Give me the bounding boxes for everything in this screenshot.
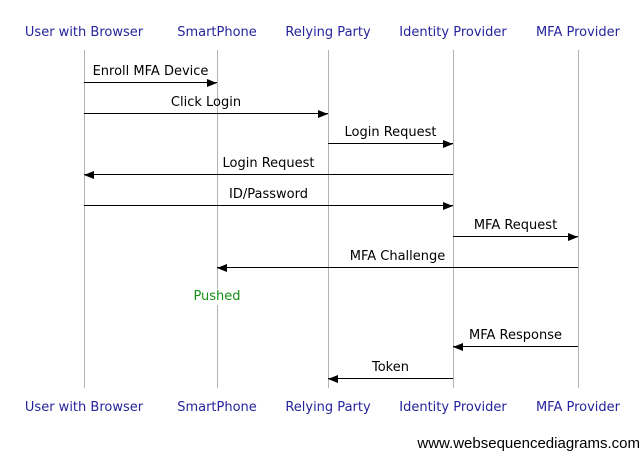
message-label: Enroll MFA Device (92, 64, 209, 79)
actor-label-top: MFA Provider (535, 25, 621, 40)
message-arrowhead-icon (568, 232, 578, 241)
actor-label-top: Identity Provider (399, 25, 507, 40)
message-arrowhead-icon (453, 342, 463, 351)
actor-label-top: SmartPhone (177, 25, 257, 40)
message-arrowhead-icon (207, 78, 217, 87)
message-label: Login Request (222, 156, 315, 171)
note-label: Pushed (190, 289, 244, 305)
actor-label-bottom: User with Browser (24, 400, 144, 415)
message-line (84, 205, 453, 206)
actor-label-bottom: Relying Party (285, 400, 371, 415)
lifeline (328, 50, 329, 388)
message-arrowhead-icon (318, 109, 328, 118)
lifeline (84, 50, 85, 388)
actor-label-bottom: Identity Provider (399, 400, 507, 415)
message-line (84, 174, 453, 175)
message-line (328, 378, 453, 379)
message-arrowhead-icon (443, 139, 453, 148)
lifeline (217, 50, 218, 388)
actor-label-top: User with Browser (24, 25, 144, 40)
message-arrowhead-icon (443, 201, 453, 210)
message-label: Click Login (170, 95, 242, 110)
message-line (328, 143, 453, 144)
message-label: ID/Password (229, 187, 308, 202)
message-label: Login Request (344, 125, 437, 140)
message-line (453, 346, 578, 347)
message-label: MFA Request (473, 218, 558, 233)
actor-label-top: Relying Party (285, 25, 371, 40)
message-arrowhead-icon (328, 374, 338, 383)
message-arrowhead-icon (217, 263, 227, 272)
message-label: MFA Challenge (349, 249, 446, 264)
message-label: MFA Response (469, 328, 562, 343)
message-line (453, 236, 578, 237)
message-line (217, 267, 578, 268)
message-label: Token (372, 360, 409, 375)
lifeline (578, 50, 579, 388)
message-arrowhead-icon (84, 170, 94, 179)
actor-label-bottom: MFA Provider (535, 400, 621, 415)
watermark: www.websequencediagrams.com (417, 435, 640, 452)
message-line (84, 113, 328, 114)
message-line (84, 82, 217, 83)
lifeline (453, 50, 454, 388)
actor-label-bottom: SmartPhone (177, 400, 257, 415)
